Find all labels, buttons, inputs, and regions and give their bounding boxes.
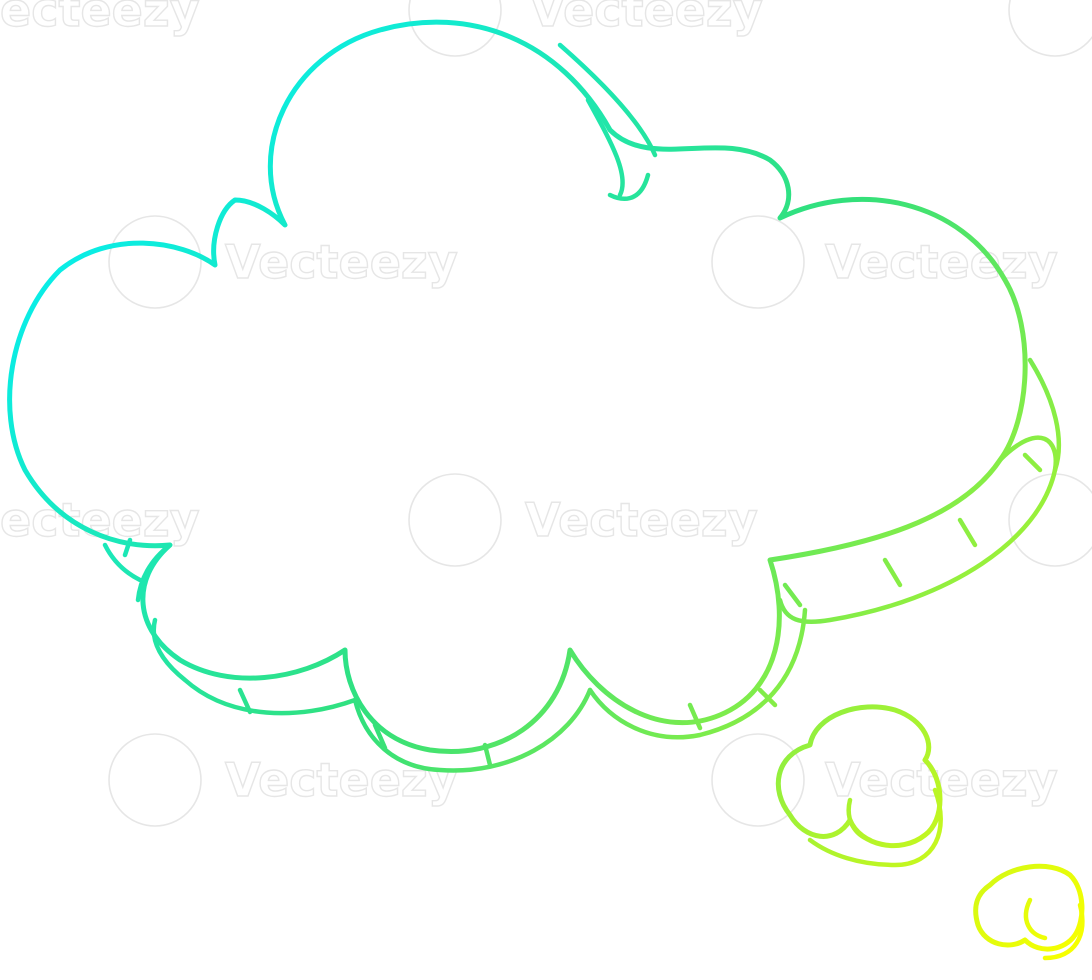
cloud-rim — [607, 172, 651, 202]
tiny-puff-outline — [973, 863, 1085, 952]
thought-bubble-cloud-icon — [7, 19, 1062, 773]
cloud-rim — [557, 42, 658, 198]
cloud-rim — [587, 607, 808, 740]
watermark-text: Vecteezy — [825, 235, 1058, 289]
watermark-text: Vecteezy — [530, 0, 763, 37]
cloud-rim — [352, 687, 593, 773]
watermark-text: ecteezy — [0, 493, 200, 547]
cloud-rim — [102, 537, 173, 603]
watermark-text: Vecteezy — [225, 753, 458, 807]
cloud-rim — [151, 617, 358, 716]
thought-puff-tiny-icon — [973, 863, 1085, 961]
cloud-rim-ticks — [237, 452, 1043, 768]
tiny-puff-rim — [1023, 897, 1085, 961]
watermark-layer: ecteezy Vecteezy Vecteezy Vecteezy ectee… — [0, 0, 1092, 827]
cloud-rim — [777, 435, 1058, 625]
cloud-outline — [7, 19, 1028, 754]
thought-puff-small-icon — [775, 704, 943, 868]
watermark-text: ecteezy — [0, 0, 200, 37]
cloud-rim — [1027, 357, 1062, 473]
watermark-text: Vecteezy — [225, 235, 458, 289]
puff-outline — [775, 704, 943, 849]
puff-rim — [807, 787, 943, 868]
watermark-text: Vecteezy — [525, 493, 758, 547]
